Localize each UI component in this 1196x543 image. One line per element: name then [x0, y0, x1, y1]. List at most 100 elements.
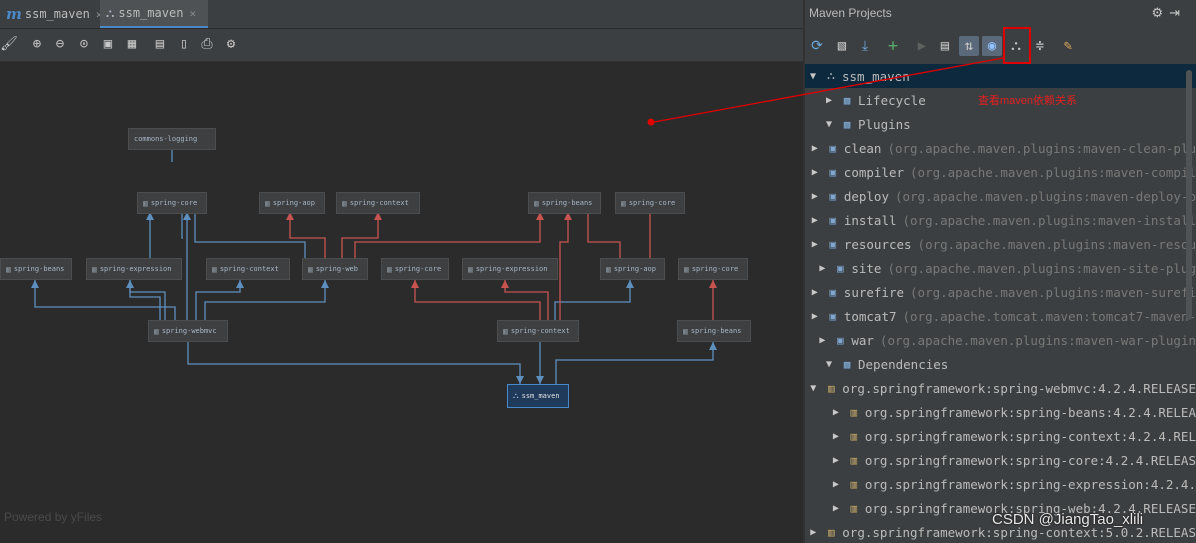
close-icon[interactable]: ✕: [96, 8, 103, 21]
diagram-node-spring-webmvc[interactable]: ▥spring-webmvc: [148, 320, 228, 342]
tree-item-dependency[interactable]: ▶▥org.springframework:spring-expression:…: [805, 472, 1196, 496]
tree-item-dependency[interactable]: ▶ ▥ org.springframework:spring-context:5…: [805, 520, 1196, 543]
collapsed-arrow-icon[interactable]: ▶: [811, 286, 818, 298]
jar-icon: ▥: [92, 264, 97, 274]
add-icon[interactable]: +: [887, 36, 899, 56]
diagram-node-spring-core[interactable]: ▥spring-core: [678, 258, 748, 280]
tree-item-plugin[interactable]: ▶▣war(org.apache.maven.plugins:maven-war…: [805, 328, 1196, 352]
expanded-arrow-icon[interactable]: ▼: [825, 118, 833, 130]
diagram-node-commons-logging[interactable]: commons-logging: [128, 128, 216, 150]
plugin-icon: ▣: [829, 237, 837, 251]
diagram-icon: ⛬: [106, 5, 115, 20]
tree-scrollbar[interactable]: [1186, 70, 1192, 320]
diagram-node-spring-web[interactable]: ▥spring-web: [302, 258, 368, 280]
collapsed-arrow-icon[interactable]: ▶: [832, 478, 839, 490]
layout-icon[interactable]: ▦: [127, 36, 137, 52]
tree-item-plugin[interactable]: ▶▣clean(org.apache.maven.plugins:maven-c…: [805, 136, 1196, 160]
expanded-arrow-icon[interactable]: ▼: [825, 358, 833, 370]
collapse-all-icon[interactable]: ≑: [1035, 38, 1045, 54]
maven-settings-icon[interactable]: ✎: [1063, 38, 1073, 54]
diagram-node-spring-beans[interactable]: ▥spring-beans: [677, 320, 751, 342]
diagram-node-spring-core[interactable]: ▥spring-core: [137, 192, 207, 214]
collapsed-arrow-icon[interactable]: ▶: [811, 142, 818, 154]
tree-item-dependency[interactable]: ▶▥org.springframework:spring-web:4.2.4.R…: [805, 496, 1196, 520]
tree-item-dependency[interactable]: ▶▥org.springframework:spring-context:4.2…: [805, 424, 1196, 448]
collapsed-arrow-icon[interactable]: ▶: [819, 262, 826, 274]
collapsed-arrow-icon[interactable]: ▶: [832, 406, 839, 418]
node-label: spring-core: [691, 265, 739, 273]
diagram-node-spring-context[interactable]: ▥spring-context: [497, 320, 579, 342]
tree-item-plugin[interactable]: ▶▣resources(org.apache.maven.plugins:mav…: [805, 232, 1196, 256]
expanded-arrow-icon[interactable]: ▼: [809, 70, 817, 82]
collapsed-arrow-icon[interactable]: ▶: [811, 190, 818, 202]
collapsed-arrow-icon[interactable]: ▶: [811, 214, 818, 226]
collapsed-arrow-icon[interactable]: ▶: [832, 430, 839, 442]
plugin-name: war: [851, 332, 874, 348]
collapsed-arrow-icon[interactable]: ▶: [811, 310, 818, 322]
reimport-icon[interactable]: ⟳: [811, 38, 823, 54]
dependency-diagram-canvas: commons-logging ▥spring-core ▥spring-aop…: [0, 62, 803, 543]
diagram-node-spring-expression[interactable]: ▥spring-expression: [462, 258, 558, 280]
diagram-node-spring-beans[interactable]: ▥spring-beans: [528, 192, 601, 214]
zoom-in-icon[interactable]: ⊕: [32, 36, 42, 52]
diagram-node-spring-expression[interactable]: ▥spring-expression: [86, 258, 182, 280]
print-icon[interactable]: ⎙: [201, 36, 213, 52]
zoom-out-icon[interactable]: ⊖: [55, 36, 65, 52]
jar-icon: ▥: [154, 326, 159, 336]
jar-icon: ▥: [308, 264, 313, 274]
diagram-node-spring-aop[interactable]: ▥spring-aop: [259, 192, 325, 214]
collapsed-arrow-icon[interactable]: ▶: [811, 166, 818, 178]
library-icon: ▥: [827, 381, 835, 395]
actual-size-icon[interactable]: ⊙: [79, 36, 89, 52]
toggle-offline-icon[interactable]: ⇅: [959, 36, 979, 56]
diagram-node-spring-aop[interactable]: ▥spring-aop: [600, 258, 665, 280]
tree-item-dependency[interactable]: ▼ ▥ org.springframework:spring-webmvc:4.…: [805, 376, 1196, 400]
collapsed-arrow-icon[interactable]: ▶: [811, 238, 818, 250]
save-icon[interactable]: ▤: [155, 36, 165, 52]
diagram-node-spring-core[interactable]: ▥spring-core: [381, 258, 449, 280]
export-icon[interactable]: ▯: [179, 36, 189, 52]
tree-item-plugin[interactable]: ▶▣deploy(org.apache.maven.plugins:maven-…: [805, 184, 1196, 208]
generate-sources-icon[interactable]: ▧: [837, 38, 847, 54]
close-icon[interactable]: ✕: [189, 6, 197, 20]
tree-item-plugin[interactable]: ▶▣compiler(org.apache.maven.plugins:mave…: [805, 160, 1196, 184]
tree-item-plugin[interactable]: ▶▣site(org.apache.maven.plugins:maven-si…: [805, 256, 1196, 280]
execute-goal-icon[interactable]: ▤: [940, 38, 950, 54]
tree-item-dependency[interactable]: ▶▥org.springframework:spring-beans:4.2.4…: [805, 400, 1196, 424]
collapsed-arrow-icon[interactable]: ▶: [832, 454, 839, 466]
collapsed-arrow-icon[interactable]: ▶: [810, 526, 817, 538]
tree-item-plugin[interactable]: ▶▣install(org.apache.maven.plugins:maven…: [805, 208, 1196, 232]
diagram-node-spring-context[interactable]: ▥spring-context: [206, 258, 290, 280]
hide-panel-icon[interactable]: ⇥: [1169, 5, 1186, 20]
diagram-node-spring-core[interactable]: ▥spring-core: [615, 192, 685, 214]
skip-tests-icon[interactable]: ◉: [982, 36, 1002, 56]
collapsed-arrow-icon[interactable]: ▶: [832, 502, 839, 514]
collapsed-arrow-icon[interactable]: ▶: [825, 94, 833, 106]
tree-item-label: org.springframework:spring-context:5.0.2…: [842, 524, 1196, 540]
jar-icon: ▥: [265, 198, 270, 208]
diagram-node-root-project[interactable]: ⛬ssm_maven: [507, 384, 569, 408]
tab-diagram[interactable]: ⛬ ssm_maven ✕: [100, 0, 208, 28]
show-dependencies-icon[interactable]: ⛬: [1011, 38, 1021, 54]
tree-item-project[interactable]: ▼ ⛬ ssm_maven: [805, 64, 1196, 88]
diagram-node-spring-context[interactable]: ▥spring-context: [336, 192, 420, 214]
download-icon[interactable]: ⤓: [861, 38, 869, 54]
tree-item-plugin[interactable]: ▶▣surefire(org.apache.maven.plugins:mave…: [805, 280, 1196, 304]
expanded-arrow-icon[interactable]: ▼: [810, 382, 817, 394]
tree-item-dependency[interactable]: ▶▥org.springframework:spring-core:4.2.4.…: [805, 448, 1196, 472]
diagram-node-spring-beans[interactable]: ▥spring-beans: [0, 258, 72, 280]
fit-content-icon[interactable]: ▣: [103, 36, 113, 52]
tree-item-plugin[interactable]: ▶▣tomcat7(org.apache.tomcat.maven:tomcat…: [805, 304, 1196, 328]
editor-tab-bar: m ssm_maven ✕ ⛬ ssm_maven ✕: [0, 0, 803, 29]
jar-icon: ▥: [6, 264, 11, 274]
tab-pom-file[interactable]: m ssm_maven ✕: [0, 0, 103, 28]
tree-item-plugins[interactable]: ▼ ▩ Plugins: [805, 112, 1196, 136]
brush-icon[interactable]: 🖌: [0, 36, 18, 52]
collapsed-arrow-icon[interactable]: ▶: [819, 334, 826, 346]
run-icon[interactable]: ▶: [917, 38, 927, 54]
gear-icon[interactable]: ⚙: [1151, 5, 1170, 20]
tree-item-label: org.springframework:spring-core:4.2.4.RE…: [864, 452, 1196, 468]
tree-item-dependencies[interactable]: ▼ ▩ Dependencies: [805, 352, 1196, 376]
settings-icon[interactable]: ⚙: [226, 36, 236, 52]
panel-divider[interactable]: [803, 0, 805, 543]
